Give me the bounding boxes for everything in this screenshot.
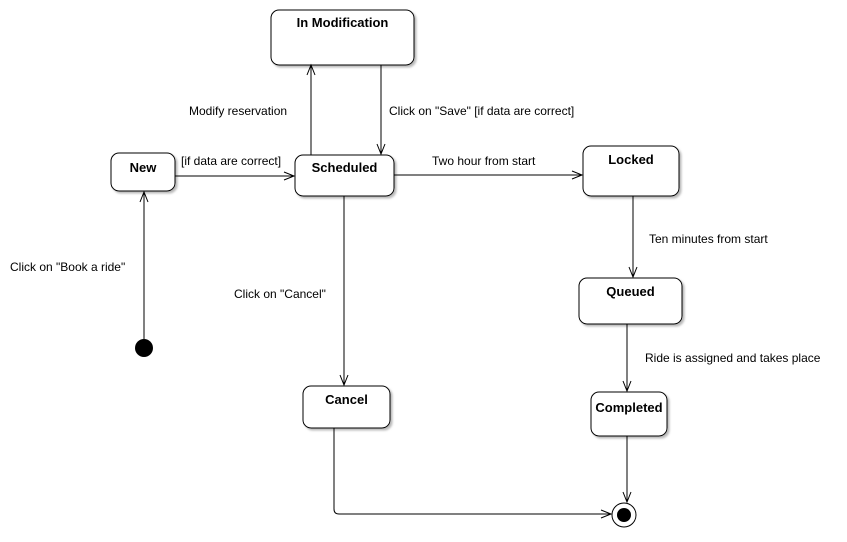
transition-locked-to-queued (628, 196, 638, 279)
label-ten-minutes: Ten minutes from start (649, 232, 768, 246)
label-ride-assigned: Ride is assigned and takes place (645, 351, 821, 365)
label-book-ride: Click on "Book a ride" (10, 260, 125, 274)
state-locked-label: Locked (608, 152, 654, 167)
label-two-hour: Two hour from start (432, 154, 536, 168)
state-queued: Queued (578, 277, 683, 325)
state-cancel-label: Cancel (325, 392, 368, 407)
label-click-save: Click on "Save" [if data are correct] (389, 104, 574, 118)
transition-queued-to-completed (622, 324, 632, 393)
final-state-node (611, 502, 637, 528)
transition-scheduled-to-locked (394, 170, 584, 180)
state-scheduled-label: Scheduled (312, 160, 378, 175)
state-completed: Completed (590, 391, 668, 437)
transition-new-to-scheduled (175, 171, 296, 181)
state-in-modification-label: In Modification (297, 15, 389, 30)
state-in-modification: In Modification (270, 9, 415, 66)
label-if-data-correct: [if data are correct] (181, 154, 281, 168)
state-scheduled: Scheduled (294, 154, 395, 197)
label-click-cancel: Click on "Cancel" (234, 287, 326, 301)
transition-scheduled-to-in-modification (306, 63, 316, 155)
transition-in-modification-to-scheduled (376, 65, 386, 156)
transition-completed-to-final (622, 436, 632, 504)
state-new-label: New (130, 160, 158, 175)
state-new: New (110, 152, 176, 192)
initial-state-node (135, 339, 153, 357)
state-queued-label: Queued (606, 284, 654, 299)
label-modify-reservation: Modify reservation (189, 104, 287, 118)
transition-scheduled-to-cancel (339, 196, 349, 387)
state-cancel: Cancel (302, 385, 391, 429)
transition-cancel-to-final (333, 428, 613, 519)
transition-initial-to-new (139, 190, 149, 339)
state-completed-label: Completed (595, 400, 662, 415)
state-locked: Locked (582, 145, 680, 197)
